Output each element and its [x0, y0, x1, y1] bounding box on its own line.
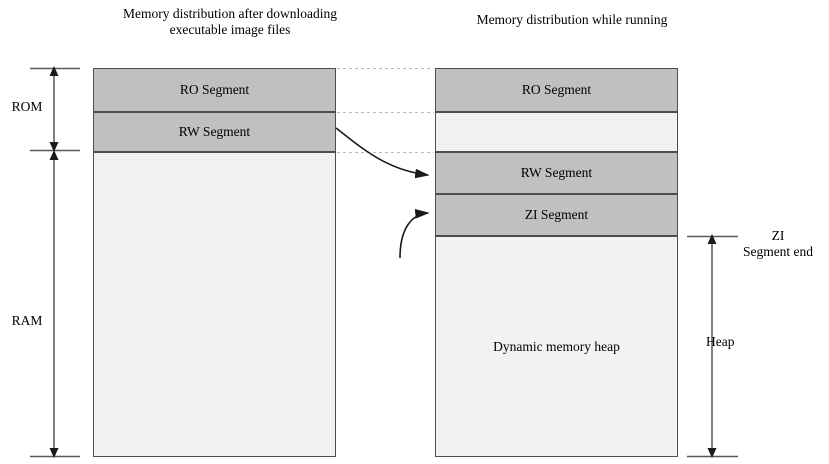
measure-ram [30, 150, 80, 458]
measure-label-heap: Heap [706, 334, 735, 349]
right-segment-heap-label: Dynamic memory heap [493, 338, 620, 354]
right-panel-title: Memory distribution while running [476, 12, 668, 27]
right-segment-zi-label: ZI Segment [524, 207, 589, 222]
left-segment-rw[interactable]: RW Segment [93, 112, 336, 152]
connector-zi-create [399, 209, 430, 259]
right-segment-rw-label: RW Segment [520, 165, 593, 180]
left-segment-rw-label: RW Segment [178, 124, 251, 139]
left-panel-title: Memory distribution after downloading ex… [122, 6, 338, 37]
right-segment-rw[interactable]: RW Segment [435, 152, 678, 194]
dotted-guides [337, 68, 434, 153]
right-segment-zi[interactable]: ZI Segment [435, 194, 678, 236]
right-segment-gap[interactable] [435, 112, 678, 152]
left-segment-free[interactable] [93, 152, 336, 457]
connector-rw-move [335, 127, 430, 179]
right-segment-ro-label: RO Segment [521, 82, 592, 97]
left-segment-ro-label: RO Segment [179, 82, 250, 97]
right-segment-heap[interactable]: Dynamic memory heap [435, 236, 678, 457]
measure-label-ram: RAM [11, 313, 43, 328]
right-segment-ro[interactable]: RO Segment [435, 68, 678, 112]
left-segment-ro[interactable]: RO Segment [93, 68, 336, 112]
measure-label-rom: ROM [11, 99, 43, 114]
measure-label-zi-segment-end: ZI Segment end [742, 228, 814, 259]
